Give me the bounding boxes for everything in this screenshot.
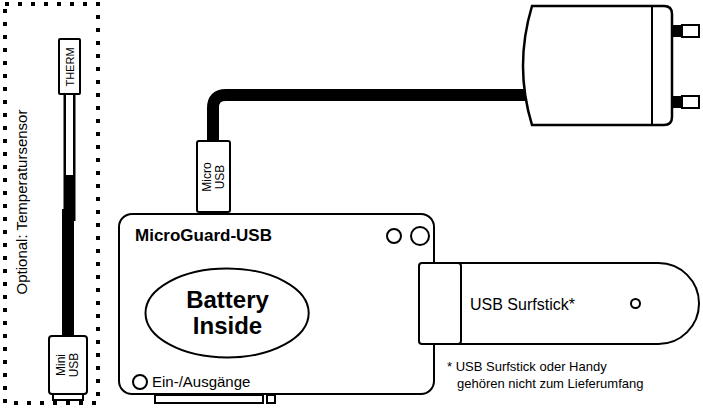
plug-face: [651, 6, 653, 125]
power-cable: [213, 95, 534, 142]
option-region: Optional: Temperatursensor THERM Mini USB: [3, 2, 100, 405]
device-housing: MicroGuard-USB Ein-/Ausgänge Battery Insid…: [118, 213, 435, 395]
ellipse-line: [146, 269, 309, 358]
node-text: USB Surfstick*: [470, 296, 575, 314]
prong-base: [672, 96, 682, 108]
node-text: Ein-/Ausgänge: [152, 374, 250, 391]
prong: [682, 25, 699, 37]
button: [411, 227, 429, 245]
cable-core: [66, 95, 73, 175]
sensor-head: THERM: [58, 38, 81, 95]
footnote: * USB Surfstick oder Handy gehören nicht…: [447, 359, 651, 393]
node-text: Optional: Temperatursensor: [14, 110, 31, 295]
power-plug: [523, 6, 672, 125]
sensor-cable: [68, 95, 70, 335]
node-text: Mini USB: [55, 353, 81, 378]
led: [387, 229, 401, 243]
cable-group: [68, 95, 70, 335]
terminal-block: [155, 395, 263, 403]
surfstick: USB Surfstick*: [450, 262, 700, 345]
terminal-tab: [267, 395, 275, 403]
node-text: MicroGuard-USB: [135, 227, 272, 246]
battery-ellipse: Battery Inside: [144, 267, 310, 359]
node-text: Battery Inside: [172, 287, 282, 340]
prong: [682, 96, 699, 108]
node-text: THERM: [63, 47, 75, 86]
usb-plug: Micro USB: [196, 140, 231, 213]
usb-plug: Mini USB: [48, 335, 88, 395]
stick-led: [630, 298, 641, 309]
io-port: [133, 375, 147, 389]
usb-connector: [418, 262, 462, 345]
node-text: Micro USB: [200, 162, 226, 191]
dashed-frame-line: [5, 4, 98, 403]
prong-base: [672, 25, 682, 37]
